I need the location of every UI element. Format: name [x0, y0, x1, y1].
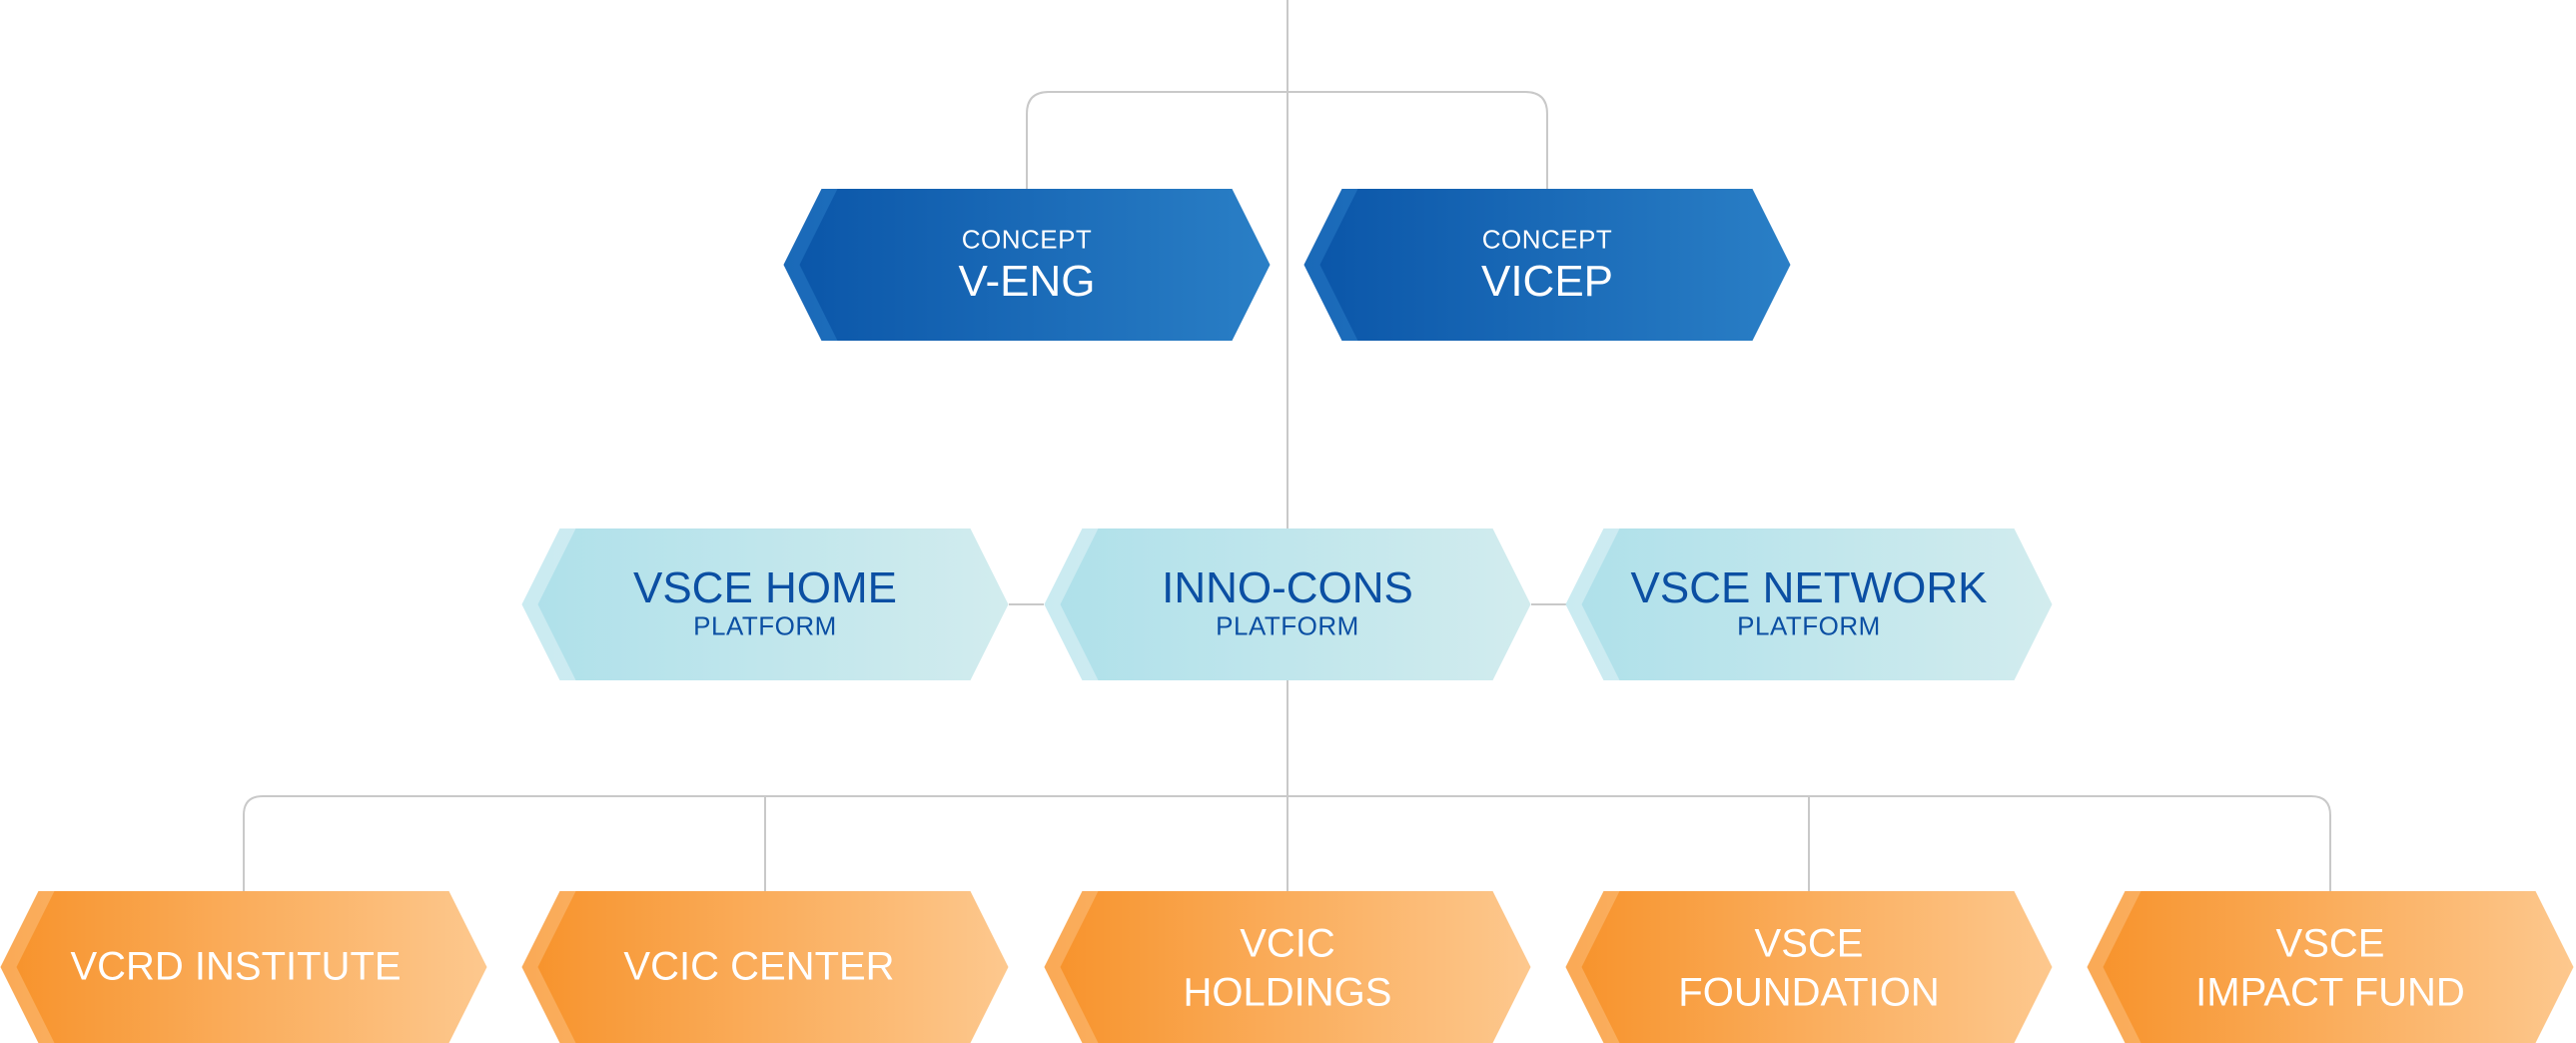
platform-node-1-shape: [521, 528, 1009, 680]
concept-node-2-edge-highlight: [1303, 189, 1358, 341]
entity-node-3-edge-highlight: [1044, 891, 1099, 1043]
entity-node-5-edge-highlight: [2087, 891, 2142, 1043]
entity-node-5: [2087, 891, 2574, 1043]
platform-node-3-edge-highlight: [1565, 528, 1620, 680]
platform-node-3: [1565, 528, 2053, 680]
platform-node-2-edge-highlight: [1044, 528, 1099, 680]
entity-node-2: [521, 891, 1009, 1043]
platform-node-2: [1044, 528, 1531, 680]
entity-node-1-edge-highlight: [0, 891, 55, 1043]
concept-node-2: [1303, 189, 1791, 341]
concept-bracket: [1026, 91, 1548, 190]
platform-node-2-shape: [1044, 528, 1531, 680]
platform-node-3-shape: [1565, 528, 2053, 680]
entity-node-1-shape: [0, 891, 487, 1043]
platform-node-1: [521, 528, 1009, 680]
concept-node-1-edge-highlight: [783, 189, 838, 341]
entity-node-2-shape: [521, 891, 1009, 1043]
entity-node-3-shape: [1044, 891, 1531, 1043]
entity-node-4-shape: [1565, 891, 2053, 1043]
entity-bracket: [243, 795, 2331, 891]
platform-node-1-edge-highlight: [521, 528, 576, 680]
entity-node-2-edge-highlight: [521, 891, 576, 1043]
entity-node-1: [0, 891, 487, 1043]
entity-node-4: [1565, 891, 2053, 1043]
concept-node-2-shape: [1303, 189, 1791, 341]
node-shapes: [0, 189, 2574, 1043]
entity-node-4-edge-highlight: [1565, 891, 1620, 1043]
entity-node-3: [1044, 891, 1531, 1043]
concept-node-1: [783, 189, 1271, 341]
connector-lines: [243, 0, 2331, 891]
entity-node-5-shape: [2087, 891, 2574, 1043]
concept-node-1-shape: [783, 189, 1271, 341]
